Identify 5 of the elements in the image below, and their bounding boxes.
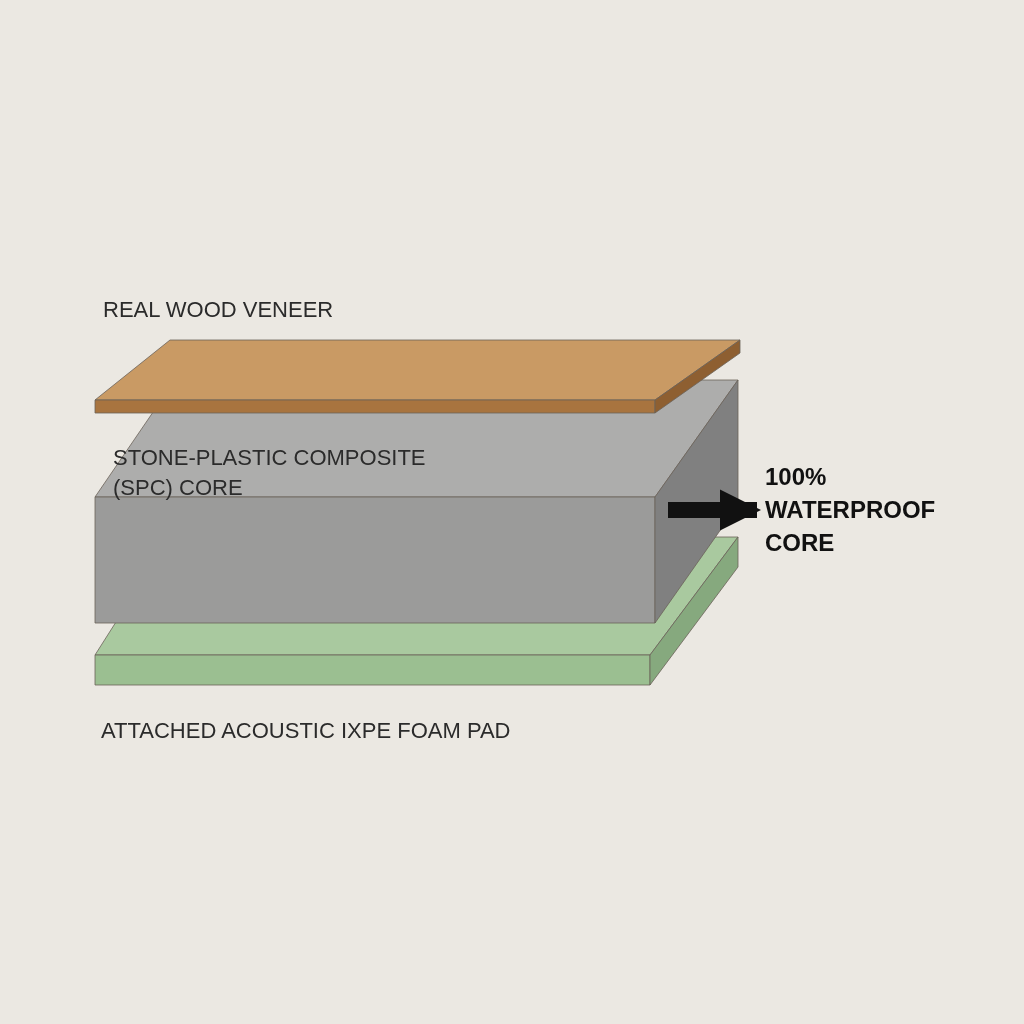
arrow bbox=[668, 489, 762, 531]
layer-label: REAL WOOD VENEER bbox=[103, 296, 335, 324]
callout-text: 100% WATERPROOF CORE bbox=[765, 462, 937, 558]
layer-label: ATTACHED ACOUSTIC IXPE FOAM PAD bbox=[101, 717, 512, 745]
layer-label: STONE-PLASTIC COMPOSITE (SPC) CORE bbox=[113, 444, 427, 502]
